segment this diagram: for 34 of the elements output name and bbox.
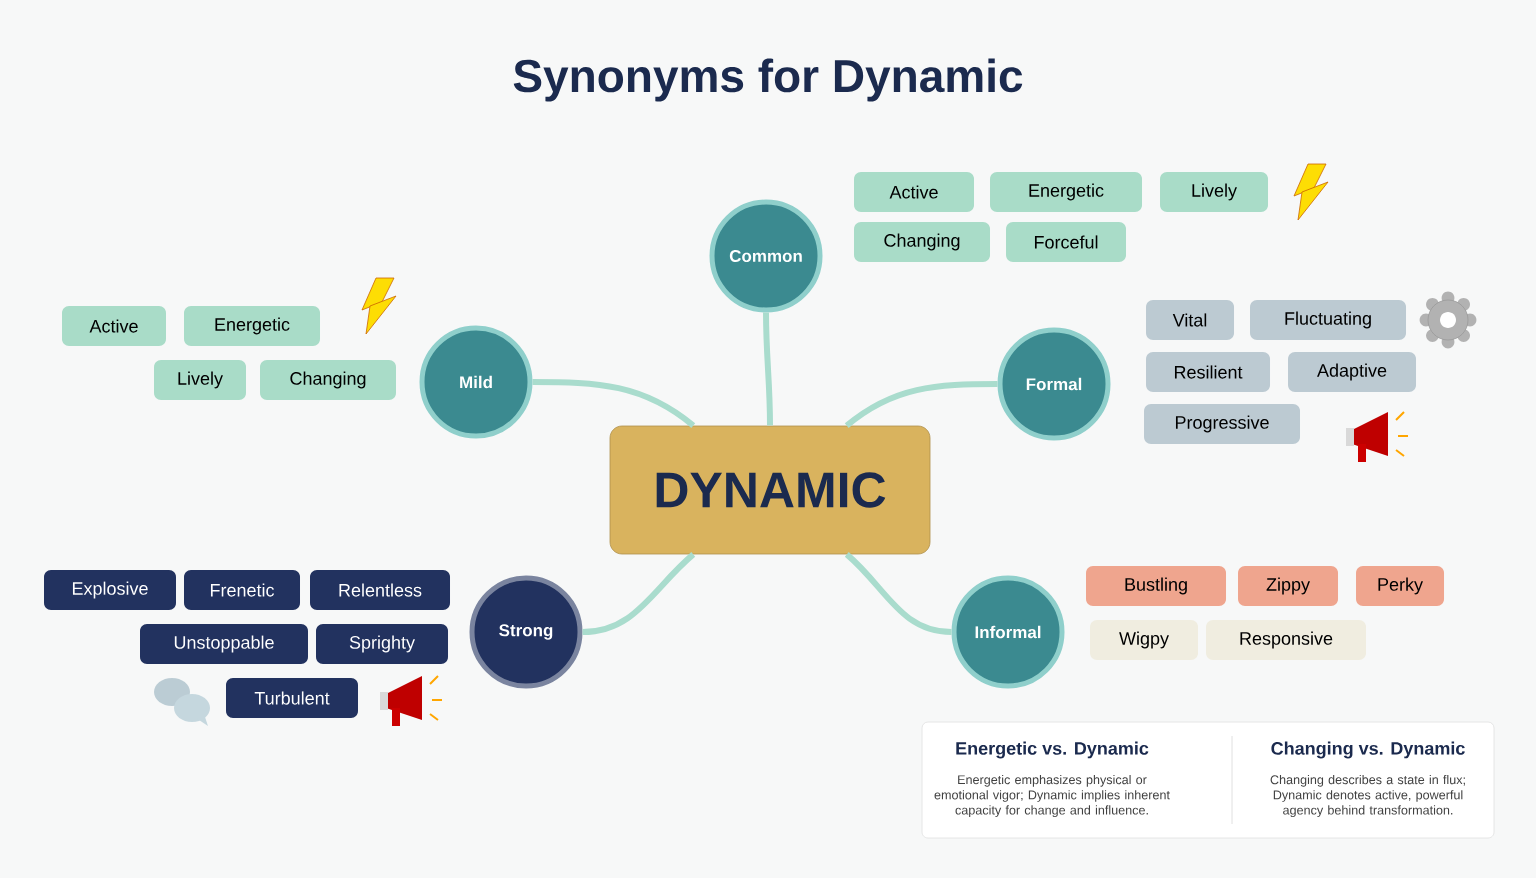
- connector: [844, 552, 952, 635]
- word-chip: Active: [62, 306, 166, 346]
- word-chip: Perky: [1356, 566, 1444, 606]
- word-chip: Changing: [854, 222, 990, 262]
- word-chip: Unstoppable: [140, 624, 308, 664]
- connector: [763, 312, 773, 426]
- word-chip: Frenetic: [184, 570, 300, 610]
- hub-box: DYNAMIC: [609, 425, 931, 555]
- connector: [844, 381, 998, 428]
- word-chip: Active: [854, 172, 974, 212]
- word-chip: Energetic: [184, 306, 320, 346]
- connector: [532, 379, 696, 428]
- word-chip: Forceful: [1006, 222, 1126, 262]
- word-chip: Relentless: [310, 570, 450, 610]
- comparison-heading: Energetic vs. Dynamic: [956, 741, 1149, 759]
- word-chip: Progressive: [1144, 404, 1300, 444]
- word-chip: Vital: [1146, 300, 1234, 340]
- word-chip: Energetic: [990, 172, 1142, 212]
- word-chip: Resilient: [1146, 352, 1270, 392]
- title: Synonyms for Dynamic: [513, 58, 1023, 102]
- word-chip: Turbulent: [226, 678, 358, 718]
- word-chip: Adaptive: [1288, 352, 1416, 392]
- word-chip: Responsive: [1206, 620, 1366, 660]
- connector: [582, 552, 696, 635]
- word-chip: Changing: [260, 360, 396, 400]
- word-chip: Zippy: [1238, 566, 1338, 606]
- word-chip: Lively: [1160, 172, 1268, 212]
- word-chip: Fluctuating: [1250, 300, 1406, 340]
- word-chip: Explosive: [44, 570, 176, 610]
- word-chip: Lively: [154, 360, 246, 400]
- word-chip: Bustling: [1086, 566, 1226, 606]
- comparison-heading: Changing vs. Dynamic: [1271, 741, 1465, 759]
- word-chip: Wigpy: [1090, 620, 1198, 660]
- word-chip: Sprighty: [316, 624, 448, 664]
